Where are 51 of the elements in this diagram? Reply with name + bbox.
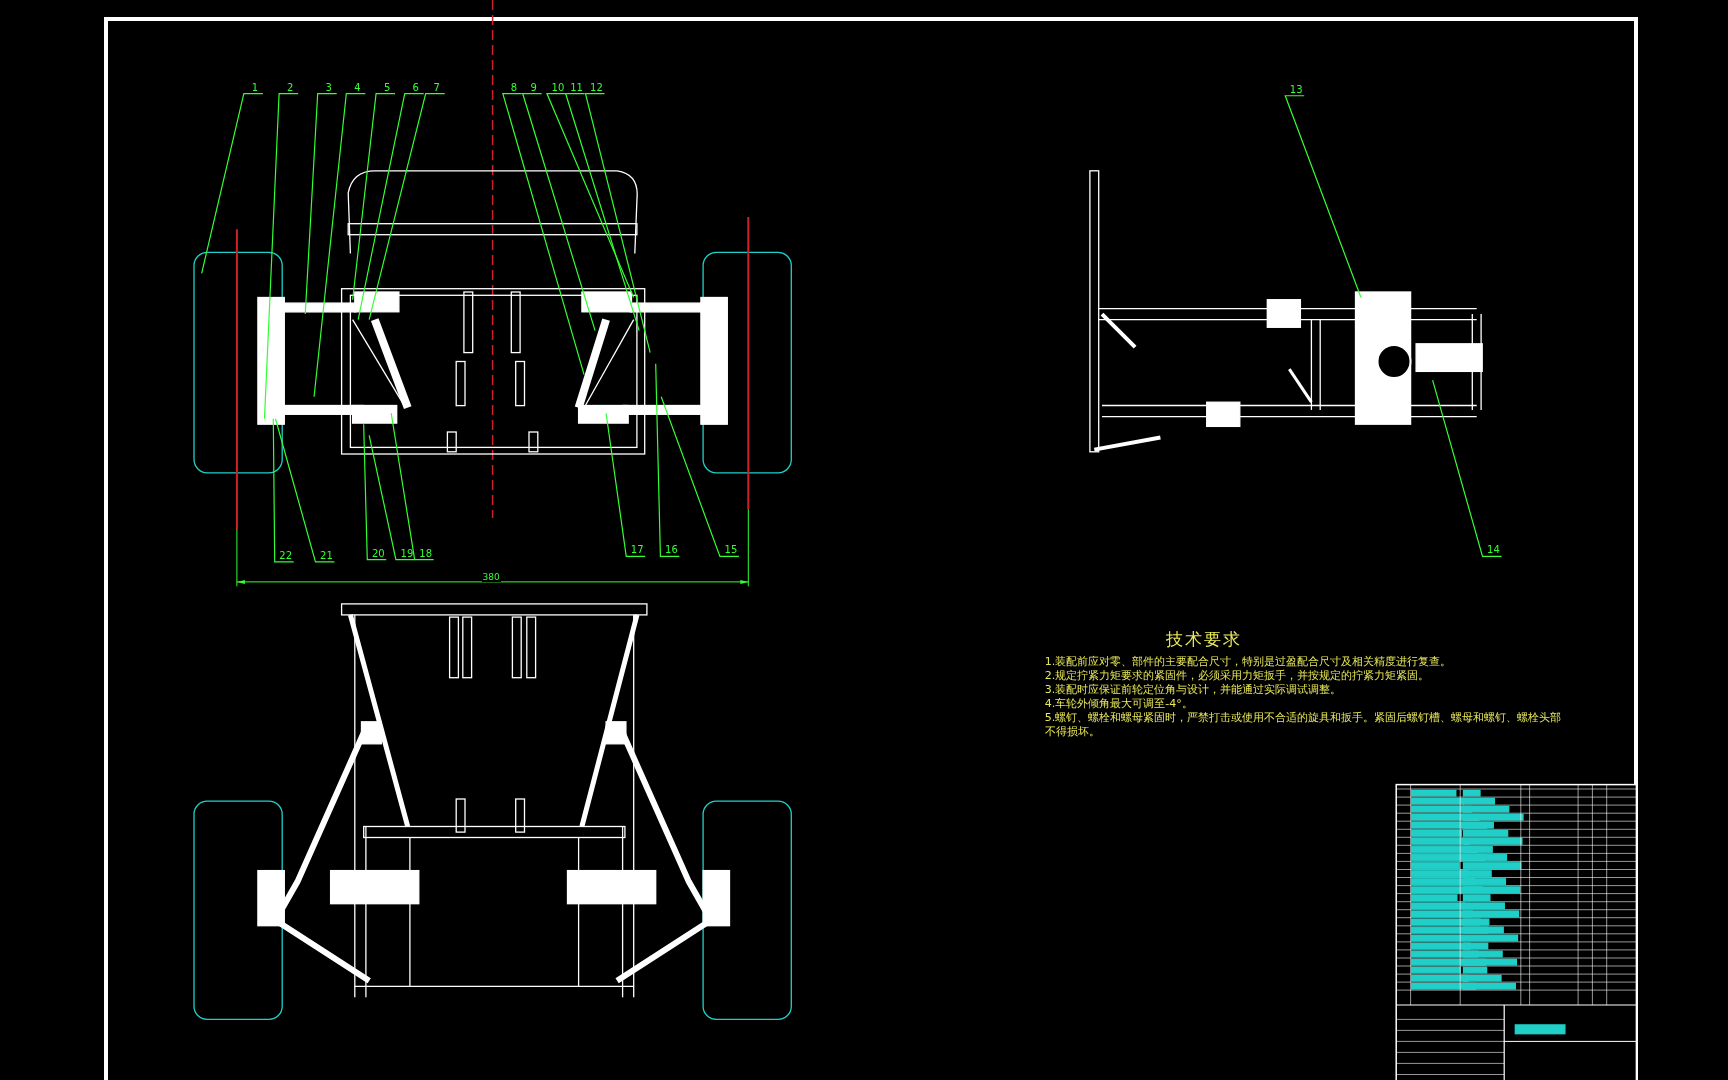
callout-number: 5 xyxy=(379,81,396,93)
callout-number: 6 xyxy=(407,81,424,93)
leader-line xyxy=(368,92,446,321)
leader-line xyxy=(521,92,596,332)
leader-line xyxy=(390,412,435,561)
callout-number: 18 xyxy=(417,547,434,559)
leader-line xyxy=(1432,379,1503,557)
leader-line xyxy=(502,92,585,376)
callout-number: 9 xyxy=(525,81,542,93)
leader-line xyxy=(368,434,416,561)
leader-line xyxy=(357,92,425,321)
callout-number: 4 xyxy=(349,81,366,93)
note-text: 3.装配时应保证前轮定位角与设计，并能通过实际调试调整。 xyxy=(1044,682,1343,697)
callout-number: 19 xyxy=(398,547,415,559)
callout-number: 16 xyxy=(663,544,680,556)
leader-line xyxy=(660,396,740,557)
leader-line xyxy=(274,418,336,563)
leader-line xyxy=(272,418,295,563)
callout-number: 11 xyxy=(568,81,585,93)
leader-line xyxy=(363,423,387,561)
leader-line xyxy=(201,92,264,274)
callout-number: 7 xyxy=(428,81,445,93)
callout-number: 15 xyxy=(722,544,739,556)
leader-line xyxy=(605,412,646,557)
callout-number: 12 xyxy=(588,81,605,93)
leader-line xyxy=(352,92,396,301)
callout-number: 22 xyxy=(277,549,294,561)
callout-number: 2 xyxy=(282,81,299,93)
callout-number: 8 xyxy=(505,81,522,93)
note-text: 1.装配前应对零、部件的主要配合尺寸，特别是过盈配合尺寸及相关精度进行复查。 xyxy=(1044,654,1453,669)
leader-line xyxy=(1284,95,1362,299)
heading: 技术要求 xyxy=(1165,628,1242,652)
callout-number: 3 xyxy=(320,81,337,93)
leader-line xyxy=(263,92,299,420)
callout-number: 13 xyxy=(1288,83,1305,95)
note-text: 4.车轮外倾角最大可调至-4°。 xyxy=(1044,696,1194,711)
callout-number: 17 xyxy=(629,544,646,556)
leader-line xyxy=(546,92,635,299)
leader-line xyxy=(304,92,338,315)
note-text: 2.规定拧紧力矩要求的紧固件，必须采用力矩扳手，并按规定的拧紧力矩紧固。 xyxy=(1044,668,1431,683)
callout-number: 14 xyxy=(1485,544,1502,556)
note-text: 5.螺钉、螺栓和螺母紧固时，严禁打击或使用不合适的旋具和扳手。紧固后螺钉槽、螺母和螺钉、螺栓头部不得损坏。 xyxy=(1044,710,1563,739)
dimension-text: 380 xyxy=(481,571,501,582)
callout-number: 1 xyxy=(246,81,263,93)
callout-number: 21 xyxy=(318,549,335,561)
leader-line xyxy=(564,92,640,332)
leader-line xyxy=(313,92,366,398)
callout-number: 20 xyxy=(370,547,387,559)
leader-line xyxy=(655,363,680,557)
leader-line xyxy=(584,92,651,354)
callout-number: 10 xyxy=(549,81,566,93)
